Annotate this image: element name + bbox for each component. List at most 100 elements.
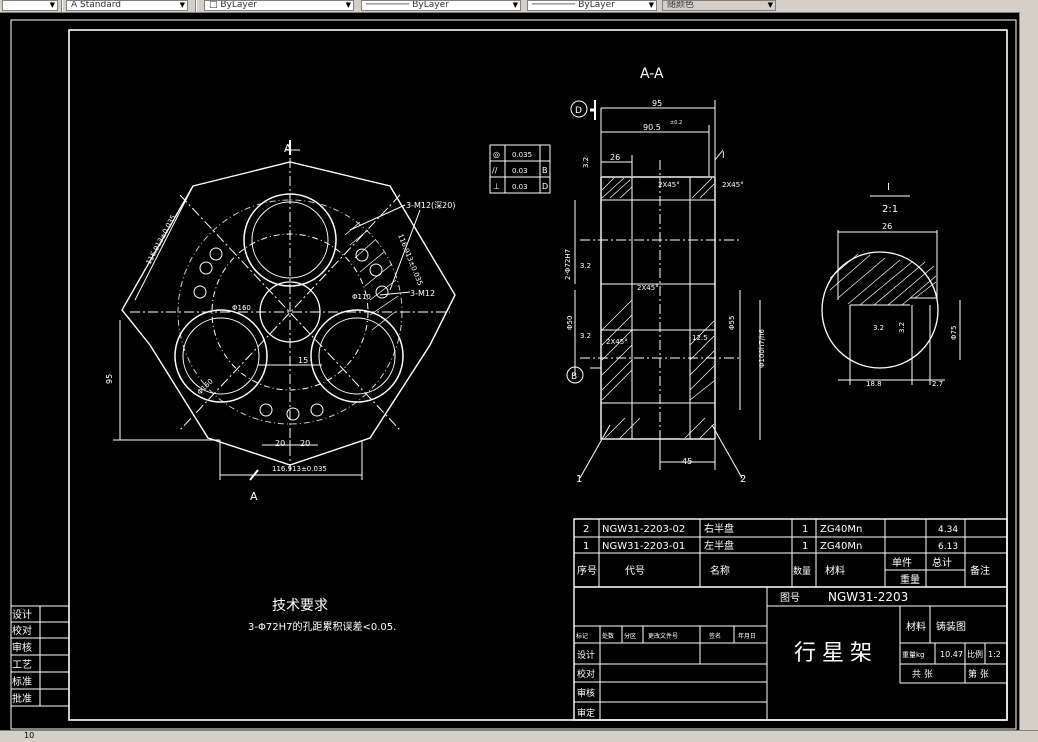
bom-row-1-name: 左半盘	[704, 539, 734, 552]
coordinate-readout: 10	[24, 731, 35, 740]
chamfer-2: 2X45°	[722, 181, 744, 189]
layer-color-combo[interactable]: □ ByLayer▼	[204, 0, 354, 11]
tol-val-1: 0.035	[512, 151, 532, 159]
dim-phi55: Φ55	[728, 316, 736, 330]
chevron-down-icon: ▼	[512, 1, 518, 9]
lineweight-combo[interactable]: ──────── ByLayer▼	[527, 0, 657, 11]
section-view	[574, 100, 761, 479]
toolbar-separator	[61, 0, 63, 12]
bom-table-grid	[573, 518, 1008, 721]
leader-1-label: 1	[576, 474, 582, 485]
tolerance-frame	[489, 144, 551, 194]
dim-125: 12.5	[692, 334, 708, 342]
tech-notes-title: 技术要求	[272, 598, 328, 614]
color-swatch-icon: □	[209, 0, 221, 10]
datum-d-label: D	[575, 106, 582, 116]
toolbar-left-combo[interactable]: ▼	[2, 0, 58, 11]
weight-value: 10.47	[940, 650, 963, 659]
tol-val-3: 0.03	[512, 183, 528, 191]
bom-row-1-material: ZG40Mn	[820, 541, 862, 552]
left-row-2: 校对	[12, 624, 32, 637]
dim-116-right: 116.913±0.035	[396, 233, 424, 287]
rev-header-doc: 更改文件号	[648, 632, 678, 640]
plotstyle-combo[interactable]: 随颜色▼	[662, 0, 776, 11]
weight-label: 重量kg	[902, 651, 925, 659]
dim-45: 45	[682, 457, 692, 466]
rev-header-zone: 分区	[624, 632, 636, 640]
left-row-4: 工艺	[12, 659, 32, 671]
detail-rough-32-a: 3.2	[873, 324, 884, 332]
bom-header-total: 总计	[932, 556, 952, 569]
tol-sym-3: ⊥	[493, 182, 500, 191]
rev-header-mark: 标记	[576, 632, 588, 640]
linetype-sample-icon: ────────	[366, 0, 413, 10]
dim-20-left: 20	[275, 439, 285, 448]
bom-row-1-qty: 1	[802, 541, 808, 552]
dim-2phi72: 2-Φ72H7	[564, 249, 572, 280]
section-mark-bottom: A	[250, 490, 258, 503]
dim-phi160: Φ160	[232, 304, 251, 312]
drawing-no: NGW31-2203	[828, 590, 908, 604]
detail-title: I	[887, 182, 890, 193]
tol-sym-1: ◎	[493, 150, 500, 159]
rough-32-c: 3.2	[580, 332, 591, 340]
role-design: 设计	[577, 649, 595, 661]
detail-dim-188: 18.8	[866, 380, 882, 388]
bom-header-weight: 重量	[900, 573, 920, 586]
dim-116-bottom: 116.913±0.035	[272, 465, 327, 473]
dim-26: 26	[610, 153, 620, 162]
chevron-down-icon: ▼	[345, 1, 351, 9]
left-row-5: 标准	[12, 676, 32, 688]
tol-val-2: 0.03	[512, 167, 528, 175]
dim-905-tol: ±0.2	[670, 120, 682, 126]
bom-header-material: 材料	[825, 564, 845, 577]
bom-row-1-weight: 6.13	[938, 542, 958, 552]
dim-20-right: 20	[300, 439, 310, 448]
chevron-down-icon: ▼	[49, 1, 55, 9]
sheet-no: 第 张	[968, 668, 989, 680]
bom-header-unit: 单件	[892, 557, 912, 569]
role-approve: 审定	[577, 707, 595, 719]
bom-row-2-no: 2	[583, 524, 589, 535]
bom-header-no: 序号	[577, 564, 597, 577]
lineweight-sample-icon: ────────	[532, 0, 579, 10]
sheet-outer-border	[10, 19, 1017, 730]
chamfer-4: 2X45°	[606, 338, 628, 346]
role-review: 审核	[577, 687, 595, 699]
rev-header-date: 年月日	[738, 632, 756, 640]
drawing-canvas[interactable]: A A 3-M12(深20) 3-M12 Φ160 Φ110 95 15 20 …	[0, 12, 1019, 730]
chamfer-3: 2X45°	[637, 284, 659, 292]
part-name: 行星架	[794, 641, 878, 666]
bom-row-1-no: 1	[583, 541, 589, 552]
vertical-scrollbar[interactable]	[1019, 12, 1038, 730]
text-style-icon: A	[71, 0, 81, 10]
dim-905: 90.5	[643, 123, 661, 132]
dim-phi100: Φ100h7/h6	[758, 328, 766, 368]
section-mark-top: A	[284, 142, 292, 155]
left-signature-block	[10, 605, 70, 707]
linetype-combo[interactable]: ──────── ByLayer▼	[361, 0, 521, 11]
hole-callout-m12-deep: 3-M12(深20)	[406, 201, 455, 210]
front-view	[113, 140, 456, 481]
chevron-down-icon: ▼	[648, 1, 654, 9]
bom-row-2-material: ZG40Mn	[820, 524, 862, 535]
tol-sym-2: //	[492, 166, 498, 175]
detail-rough-32-b: 3.2	[898, 322, 906, 333]
dim-phi110: Φ110	[352, 293, 371, 301]
text-style-combo[interactable]: A Standard▼	[66, 0, 188, 11]
properties-toolbar: ▼ A Standard▼ □ ByLayer▼ ──────── ByLaye…	[0, 0, 1038, 13]
material-label: 材料	[906, 620, 926, 633]
section-view-title: A-A	[640, 66, 664, 82]
bom-row-2-weight: 4.34	[938, 525, 958, 535]
bom-row-1-code: NGW31-2203-01	[602, 541, 685, 552]
sheet-inner-border	[68, 29, 1008, 721]
left-row-1: 设计	[12, 608, 32, 621]
left-row-6: 批准	[12, 692, 32, 705]
dim-phi160-b: Φ160	[196, 377, 215, 396]
hole-callout-m12: 3-M12	[410, 289, 435, 298]
detail-dim-phi75: Φ75	[950, 326, 958, 340]
horizontal-scrollbar[interactable]: 10	[0, 730, 1038, 742]
rough-32-a: 3.2	[582, 157, 590, 168]
scale-label: 比例	[967, 649, 983, 659]
bom-row-2-code: NGW31-2203-02	[602, 524, 685, 535]
